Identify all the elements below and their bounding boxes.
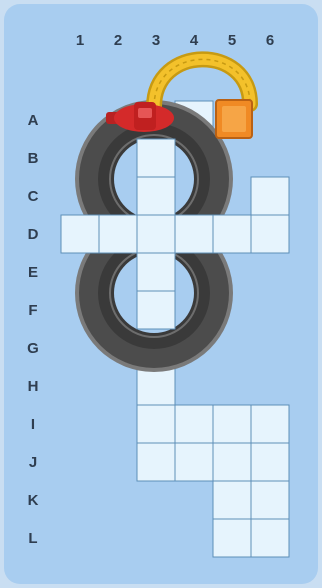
grid-cell-j6[interactable] (251, 443, 289, 481)
column-label: 4 (190, 32, 199, 49)
column-label: 3 (152, 32, 160, 49)
grid-cell-i6[interactable] (251, 405, 289, 443)
grid-cell-d5[interactable] (213, 215, 251, 253)
row-label: I (31, 416, 35, 433)
column-label: 1 (76, 32, 84, 49)
row-label: E (28, 264, 38, 281)
grid-cell-d4[interactable] (175, 215, 213, 253)
row-label: K (28, 492, 39, 509)
column-label: 5 (228, 32, 236, 49)
grid-cell-i3[interactable] (137, 405, 175, 443)
grid-cell-b3[interactable] (137, 139, 175, 177)
grid-cell-e3[interactable] (137, 253, 175, 291)
grid-cell-d2[interactable] (99, 215, 137, 253)
grid-cell-k6[interactable] (251, 481, 289, 519)
grid-cell-d6[interactable] (251, 215, 289, 253)
grid-cell-i4[interactable] (175, 405, 213, 443)
grid-cell-h3[interactable] (137, 367, 175, 405)
grid-cell-j4[interactable] (175, 443, 213, 481)
grid-cell-k5[interactable] (213, 481, 251, 519)
grid-cell-f3[interactable] (137, 291, 175, 329)
row-label: F (28, 302, 37, 319)
grid-cell-j3[interactable] (137, 443, 175, 481)
row-label: A (28, 112, 39, 129)
grid-cell-d1[interactable] (61, 215, 99, 253)
row-label: H (28, 378, 39, 395)
orange-goal-block[interactable] (216, 100, 252, 138)
grid-cell-c6[interactable] (251, 177, 289, 215)
grid-cell-c3[interactable] (137, 177, 175, 215)
row-label: B (28, 150, 39, 167)
row-label: G (27, 340, 39, 357)
row-label: J (29, 454, 37, 471)
grid-cell-j5[interactable] (213, 443, 251, 481)
column-label: 6 (266, 32, 274, 49)
grid-cell-l5[interactable] (213, 519, 251, 557)
row-label: C (28, 188, 39, 205)
game-board: 1 2 3 4 5 6 A B C D E F G H I J K L (4, 4, 318, 584)
grid-cell-d3[interactable] (137, 215, 175, 253)
grid-cell-l6[interactable] (251, 519, 289, 557)
row-label: L (28, 530, 37, 547)
column-label: 2 (114, 32, 122, 49)
row-label: D (28, 226, 39, 243)
grid-cell-i5[interactable] (213, 405, 251, 443)
